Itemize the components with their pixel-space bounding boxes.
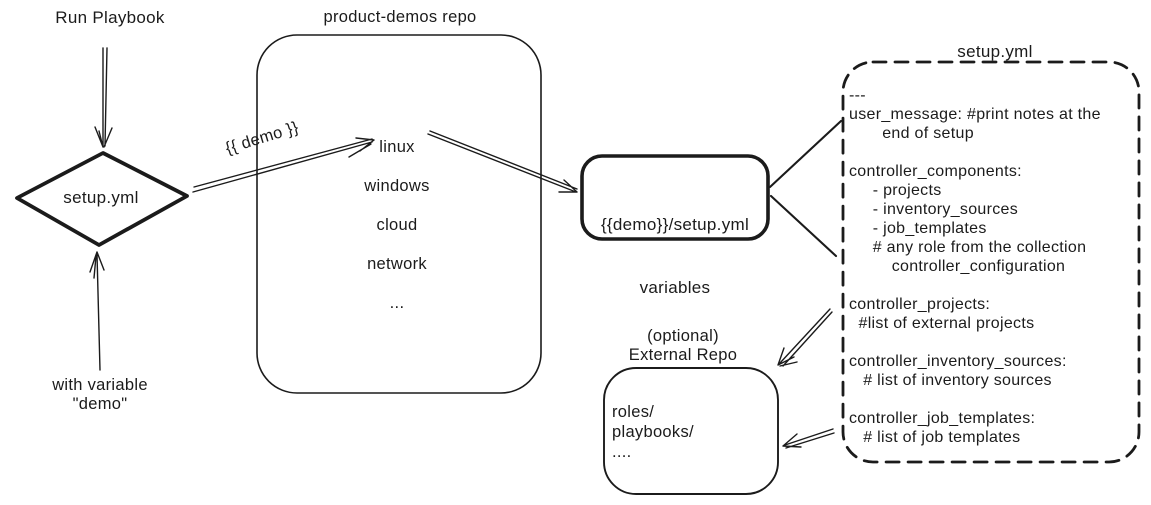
arrow-with-variable [89,251,105,371]
repo-item-network: network [367,255,427,273]
setup-file-title: setup.yml [957,42,1033,61]
repo-item-linux: linux [379,138,415,156]
repo-item-windows: windows [364,177,430,195]
link-variables-to-setupfile [768,119,843,258]
arrow-demo-to-linux [192,137,375,193]
arrow-linux-to-variables [427,130,578,193]
arrow-run-playbook [94,47,113,148]
setup-file-box [841,60,1141,464]
external-repo-content: roles/ playbooks/ .... [612,403,694,461]
variables-box-line1: {{demo}}/setup.yml [600,215,750,234]
run-playbook-label: Run Playbook [55,8,165,27]
repo-title: product-demos repo [323,8,477,26]
arrow-jobtemplates-to-external [782,428,835,449]
repo-item-cloud: cloud [376,216,418,234]
repo-item-list: linux windows cloud network ... [337,128,457,323]
arrow-projects-to-external [777,308,833,367]
variables-box [580,154,770,241]
variables-box-label: {{demo}}/setup.yml variables [592,172,758,340]
variables-box-line2: variables [639,278,711,297]
decision-label: setup.yml [63,188,139,207]
repo-box [256,34,542,394]
external-repo-box [603,367,779,495]
decision-diamond [15,151,189,247]
setup-file-content: --- user_message: #print notes at the en… [849,87,1101,446]
with-variable-note: with variable "demo" [52,376,148,413]
repo-item-more: ... [389,294,405,312]
external-repo-caption: (optional) External Repo [628,327,738,364]
